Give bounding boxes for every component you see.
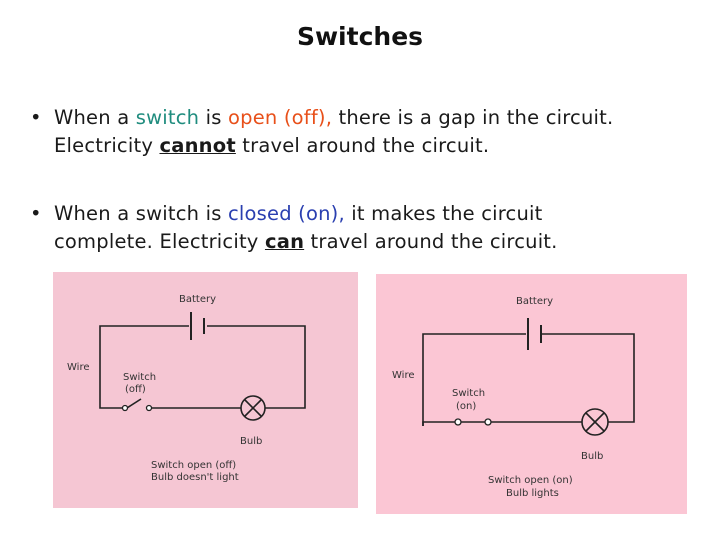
text-run: is — [199, 106, 228, 129]
switch-state-label: (off) — [125, 384, 146, 395]
switch-contact — [145, 404, 153, 412]
cannot-term: cannot — [159, 134, 236, 157]
circuit-closed-svg: Battery Wire Switch (on) Bulb Switch ope… — [392, 296, 635, 499]
text-run: it makes the circuit — [344, 202, 543, 225]
text-run: travel around the circuit. — [304, 230, 558, 253]
circuit-diagram-open: Battery Wire Switch (off) Bulb Switch op… — [53, 272, 358, 508]
wire-label: Wire — [392, 370, 415, 381]
wire-top-right — [207, 325, 306, 409]
bullet-open-switch: • When a switch is open (off), there is … — [30, 104, 710, 160]
switch-state-label: (on) — [456, 401, 476, 412]
switch-label: Switch — [123, 372, 156, 383]
wire-top-left — [99, 325, 189, 404]
bullet-dot: • — [30, 202, 42, 225]
switch-contact — [484, 418, 492, 426]
closed-on-term: closed (on), — [227, 202, 345, 225]
text-run: When a — [54, 106, 136, 129]
bullet-closed-switch: • When a switch is closed (on), it makes… — [30, 200, 710, 256]
text-run: When a switch is — [54, 202, 228, 225]
circuit-diagram-closed: Battery Wire Switch (on) Bulb Switch ope… — [376, 274, 687, 514]
battery-symbol — [527, 318, 542, 350]
wire-top-right — [542, 333, 635, 423]
bulb-label: Bulb — [581, 451, 603, 462]
battery-label: Battery — [179, 294, 216, 305]
caption-line1: Switch open (on) — [488, 475, 573, 486]
caption-line2: Bulb doesn't light — [151, 472, 239, 483]
can-term: can — [264, 230, 305, 253]
circuit-open-svg: Battery Wire Switch (off) Bulb Switch op… — [67, 294, 306, 483]
wire-top-left — [422, 333, 526, 426]
switch-term: switch — [135, 106, 200, 129]
battery-label: Battery — [516, 296, 553, 307]
bullet-dot: • — [30, 106, 42, 129]
switch-contact — [121, 404, 129, 412]
switch-contact — [454, 418, 462, 426]
bulb-label: Bulb — [240, 436, 262, 447]
text-run: travel around the circuit. — [235, 134, 490, 157]
text-run: Electricity — [54, 134, 160, 157]
text-run: there is a gap in the circuit. — [332, 106, 614, 129]
open-off-term: open (off), — [227, 106, 333, 129]
switch-lever-open — [126, 398, 142, 409]
text-run: complete. Electricity — [54, 230, 265, 253]
caption-line2: Bulb lights — [506, 488, 559, 499]
caption-line1: Switch open (off) — [151, 460, 236, 471]
bulb-symbol — [240, 395, 266, 421]
battery-symbol — [190, 312, 205, 340]
switch-label: Switch — [452, 388, 485, 399]
wire-bottom-left — [422, 421, 458, 426]
wire-label: Wire — [67, 362, 90, 373]
wire-bottom-left — [99, 404, 125, 409]
bullet-text: When a switch is closed (on), it makes t… — [54, 200, 710, 256]
bullet-text: When a switch is open (off), there is a … — [54, 104, 710, 160]
bulb-symbol — [581, 408, 609, 436]
slide-title: Switches — [296, 22, 424, 51]
